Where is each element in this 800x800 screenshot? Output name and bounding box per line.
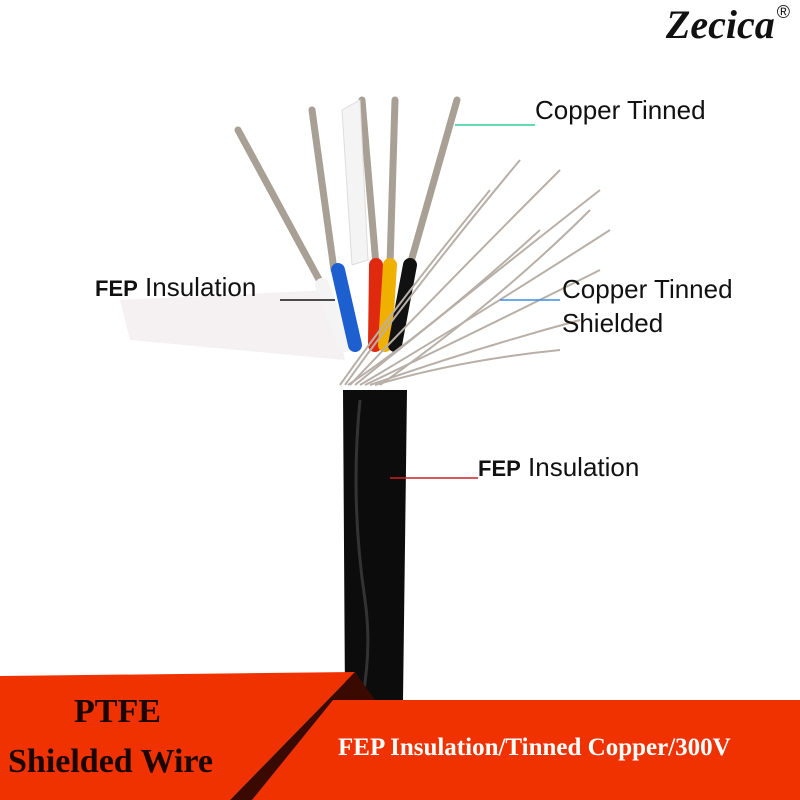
- label-shield-line1: Copper Tinned: [562, 274, 733, 304]
- label-prefix: FEP: [478, 456, 521, 481]
- label-prefix: FEP: [95, 276, 138, 301]
- label-suffix: Insulation: [528, 452, 640, 482]
- filler-thread: [341, 99, 369, 266]
- cable-jacket: [343, 390, 407, 700]
- insulated-cores: [315, 258, 417, 352]
- conductor-strands: [234, 96, 461, 289]
- banner-title-line2: Shielded Wire: [8, 743, 213, 780]
- banner-title-line1: PTFE: [74, 693, 161, 730]
- label-jacket-insulation: FEP Insulation: [478, 452, 639, 483]
- title-banner: [0, 672, 355, 800]
- registered-mark: ®: [776, 2, 790, 22]
- brand: Zecica ®: [666, 2, 790, 48]
- brand-logo: Zecica: [665, 2, 775, 47]
- spec-banner: [252, 700, 800, 800]
- foil-wrap: [120, 290, 345, 360]
- label-suffix: Insulation: [145, 272, 257, 302]
- label-shield-line2: Shielded: [562, 308, 664, 338]
- label-core-insulation: FEP Insulation: [95, 272, 256, 303]
- shield-braid: [339, 159, 611, 386]
- banner-spec: FEP Insulation/Tinned Copper/300V: [338, 734, 731, 761]
- label-copper-tinned: Copper Tinned: [535, 95, 706, 125]
